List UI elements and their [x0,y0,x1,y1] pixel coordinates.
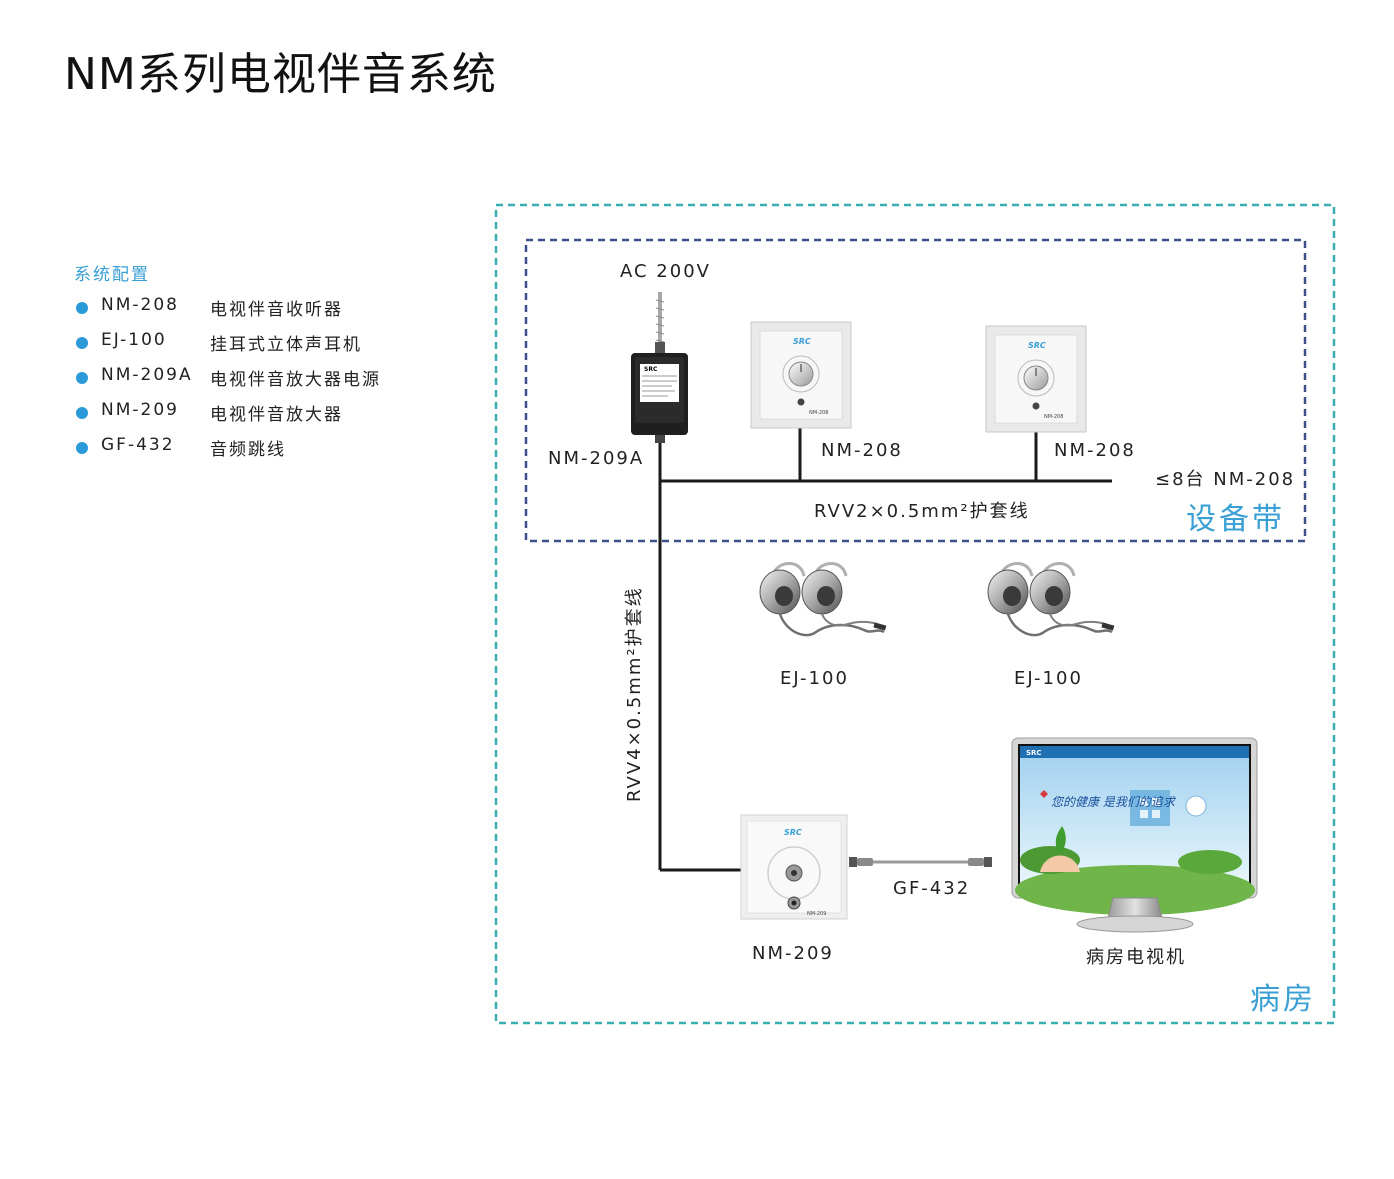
headphones-icon [987,562,1115,637]
bullet-dot-icon [76,442,88,454]
wiring [658,428,1112,872]
config-code: NM-208 [101,295,179,315]
equipment-band-border [524,238,1307,543]
panel-brand: SRC [1028,341,1046,350]
bullet-dot-icon [76,372,88,384]
equipment-band-label: 设备带 [1186,502,1285,537]
headphone-label-1: EJ-100 [780,668,849,689]
receiver-panel-icon: SRC NM-208 [750,321,852,429]
tv-screen-brand: SRC [1026,749,1042,757]
receiver-panel-icon: SRC NM-208 [985,325,1087,433]
power-supply-label: AC 200V [620,261,711,282]
config-code: NM-209 [101,400,179,420]
headphone-label-2: EJ-100 [1014,668,1083,689]
config-desc: 电视伴音放大器 [210,405,343,425]
patch-cable-label: GF-432 [893,878,971,899]
config-code: GF-432 [101,435,175,455]
panel-model: NM-208 [1044,414,1063,420]
tv-banner-text: 您的健康 是我们的追求 [1051,795,1177,809]
panel-model: NM-209 [807,911,826,917]
ward-zone-label: 病房 [1250,982,1316,1017]
config-code: NM-209A [101,365,193,385]
max-units-label: ≤8台 NM-208 [1155,469,1296,490]
config-desc: 电视伴音收听器 [210,300,343,320]
config-desc: 挂耳式立体声耳机 [210,335,362,355]
trunk-cable-label: RVV4×0.5mm²护套线 [624,586,645,802]
adapter-brand: SRC [644,366,658,373]
bus-cable-label: RVV2×0.5mm²护套线 [814,501,1030,522]
panel-model: NM-208 [809,410,828,416]
panel-brand: SRC [793,337,811,346]
panel-brand: SRC [784,828,802,837]
adapter-label: NM-209A [548,448,645,469]
config-heading: 系统配置 [74,265,150,285]
power-cord-icon [655,292,665,355]
headphones-icon [759,562,887,637]
amplifier-panel-icon: SRC NM-209 [740,814,848,920]
receiver-label-2: NM-208 [1054,440,1136,461]
bullet-dot-icon [76,302,88,314]
config-code: EJ-100 [101,330,167,350]
receiver-label-1: NM-208 [821,440,903,461]
page-title: NM系列电视伴音系统 [64,49,497,100]
config-desc: 电视伴音放大器电源 [210,370,381,390]
power-adapter-icon: SRC [631,353,688,443]
bullet-dot-icon [76,407,88,419]
patch-cable-icon [849,857,992,867]
tv-label: 病房电视机 [1086,947,1186,968]
television-icon: SRC 您的健康 是我们的追求 [1011,737,1258,933]
config-desc: 音频跳线 [210,440,286,460]
bullet-dot-icon [76,337,88,349]
amplifier-label: NM-209 [752,943,834,964]
